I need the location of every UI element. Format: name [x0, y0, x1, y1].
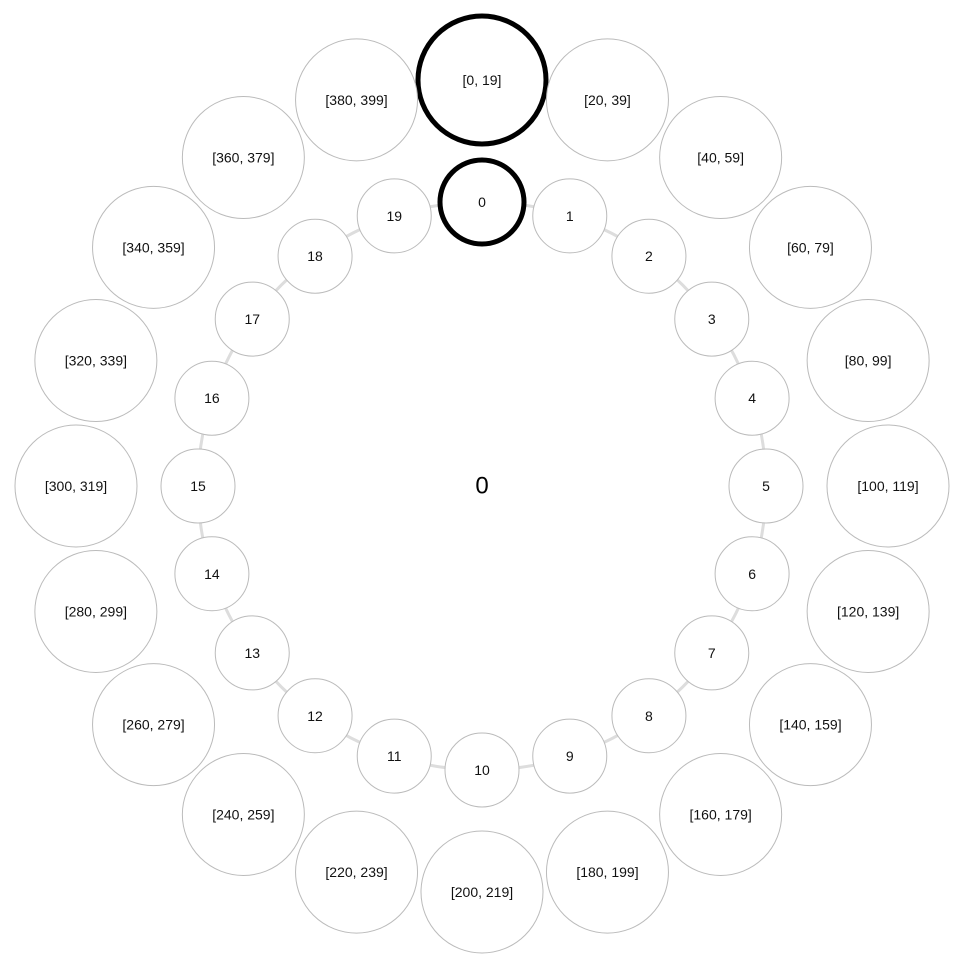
range-node[interactable]: [220, 239] [295, 810, 419, 934]
value-circle[interactable] [214, 615, 290, 691]
range-circle[interactable] [826, 424, 950, 548]
value-circle[interactable] [611, 678, 687, 754]
range-node[interactable]: [380, 399] [295, 38, 419, 162]
value-node[interactable]: 17 [214, 281, 290, 357]
value-circle[interactable] [674, 615, 750, 691]
range-node[interactable]: [40, 59] [659, 96, 783, 220]
value-circle[interactable] [532, 178, 608, 254]
value-node[interactable]: 4 [714, 360, 790, 436]
range-circle[interactable] [420, 830, 544, 954]
value-circle[interactable] [714, 360, 790, 436]
value-circle[interactable] [277, 678, 353, 754]
range-circle[interactable] [181, 752, 305, 876]
value-node[interactable]: 8 [611, 678, 687, 754]
value-node[interactable]: 5 [728, 448, 804, 524]
value-node[interactable]: 1 [532, 178, 608, 254]
value-node[interactable]: 6 [714, 536, 790, 612]
range-circle[interactable] [34, 299, 158, 423]
range-circle[interactable] [92, 663, 216, 787]
value-circle[interactable] [160, 448, 236, 524]
value-node[interactable]: 16 [174, 360, 250, 436]
range-circle[interactable] [295, 38, 419, 162]
range-circle[interactable] [545, 38, 669, 162]
value-circle[interactable] [174, 360, 250, 436]
range-circle[interactable] [748, 663, 872, 787]
range-node[interactable]: [340, 359] [92, 185, 216, 309]
range-circle[interactable] [295, 810, 419, 934]
range-node[interactable]: [320, 339] [34, 299, 158, 423]
value-node[interactable]: 10 [444, 732, 520, 808]
value-node[interactable]: 7 [674, 615, 750, 691]
value-circle[interactable] [174, 536, 250, 612]
value-node[interactable]: 14 [174, 536, 250, 612]
range-circle[interactable] [545, 810, 669, 934]
range-circle-selected[interactable] [415, 13, 549, 147]
value-circle[interactable] [714, 536, 790, 612]
range-node[interactable]: [240, 259] [181, 752, 305, 876]
range-circle[interactable] [748, 185, 872, 309]
value-node[interactable]: 2 [611, 218, 687, 294]
range-node[interactable]: [180, 199] [545, 810, 669, 934]
value-node[interactable]: 12 [277, 678, 353, 754]
value-circle[interactable] [444, 732, 520, 808]
value-node[interactable]: 13 [214, 615, 290, 691]
value-circle[interactable] [728, 448, 804, 524]
value-circle[interactable] [674, 281, 750, 357]
value-node[interactable]: 9 [532, 718, 608, 794]
value-node[interactable]: 0 [437, 157, 527, 247]
range-node[interactable]: [300, 319] [14, 424, 138, 548]
value-circle[interactable] [611, 218, 687, 294]
value-circle[interactable] [356, 178, 432, 254]
range-circle[interactable] [14, 424, 138, 548]
range-circle[interactable] [659, 752, 783, 876]
range-circle[interactable] [92, 185, 216, 309]
value-circle[interactable] [277, 218, 353, 294]
range-node[interactable]: [0, 19] [415, 13, 549, 147]
range-node[interactable]: [260, 279] [92, 663, 216, 787]
value-node[interactable]: 3 [674, 281, 750, 357]
value-circle[interactable] [214, 281, 290, 357]
range-node[interactable]: [20, 39] [545, 38, 669, 162]
range-circle[interactable] [181, 96, 305, 220]
range-circle[interactable] [806, 549, 930, 673]
value-node[interactable]: 18 [277, 218, 353, 294]
range-node[interactable]: [160, 179] [659, 752, 783, 876]
value-circle[interactable] [532, 718, 608, 794]
center-value: 0 [475, 473, 488, 500]
range-node[interactable]: [200, 219] [420, 830, 544, 954]
range-node[interactable]: [140, 159] [748, 663, 872, 787]
range-node[interactable]: [80, 99] [806, 299, 930, 423]
range-circle[interactable] [806, 299, 930, 423]
range-node[interactable]: [120, 139] [806, 549, 930, 673]
value-node[interactable]: 11 [356, 718, 432, 794]
range-circle[interactable] [34, 549, 158, 673]
value-circle[interactable] [356, 718, 432, 794]
range-node[interactable]: [280, 299] [34, 549, 158, 673]
value-node[interactable]: 15 [160, 448, 236, 524]
range-node[interactable]: [360, 379] [181, 96, 305, 220]
range-node[interactable]: [100, 119] [826, 424, 950, 548]
value-circle-selected[interactable] [437, 157, 527, 247]
range-circle[interactable] [659, 96, 783, 220]
range-node[interactable]: [60, 79] [748, 185, 872, 309]
value-node[interactable]: 19 [356, 178, 432, 254]
